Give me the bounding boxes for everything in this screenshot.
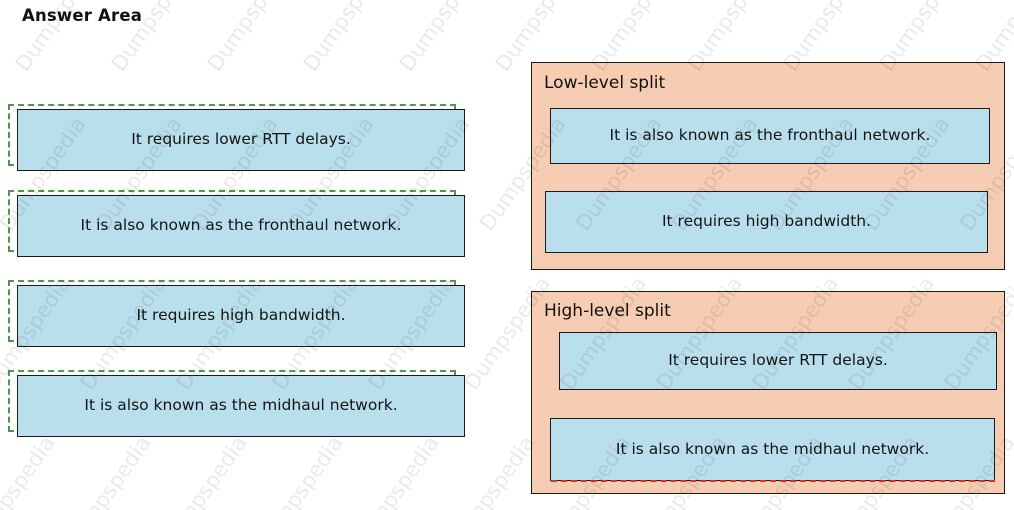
drop-indicator-line [551, 480, 995, 482]
list-item[interactable]: It requires lower RTT delays. [8, 104, 465, 171]
option-tile[interactable]: It requires high bandwidth. [17, 285, 465, 347]
list-item-label: It requires lower RTT delays. [131, 130, 351, 149]
drop-slot[interactable]: It is also known as the fronthaul networ… [550, 108, 990, 164]
drop-slot-label: It is also known as the midhaul network. [615, 439, 930, 458]
list-item[interactable]: It is also known as the fronthaul networ… [8, 190, 465, 257]
drop-zone-low-level-split[interactable]: Low-level split It is also known as the … [531, 62, 1005, 270]
drop-slot-label: It is also known as the fronthaul networ… [609, 126, 931, 145]
option-tile[interactable]: It is also known as the midhaul network. [17, 375, 465, 437]
drop-slot[interactable]: It requires lower RTT delays. [559, 332, 997, 390]
drop-slot-label: It requires high bandwidth. [661, 212, 872, 231]
list-item-label: It is also known as the midhaul network. [84, 396, 398, 415]
option-tile[interactable]: It requires lower RTT delays. [17, 109, 465, 171]
option-tile[interactable]: It is also known as the fronthaul networ… [17, 195, 465, 257]
draggable-answer-options: It requires lower RTT delays. It is also… [8, 104, 468, 437]
list-item[interactable]: It requires high bandwidth. [8, 280, 465, 347]
panel-title: Low-level split [544, 73, 666, 93]
page-title: Answer Area [22, 6, 143, 25]
drop-zone-high-level-split[interactable]: High-level split It requires lower RTT d… [531, 291, 1005, 494]
drop-slot[interactable]: It requires high bandwidth. [545, 191, 988, 253]
drop-slot[interactable]: It is also known as the midhaul network. [550, 418, 995, 481]
list-item-label: It is also known as the fronthaul networ… [80, 216, 402, 235]
panel-title: High-level split [544, 301, 671, 321]
list-item[interactable]: It is also known as the midhaul network. [8, 370, 465, 437]
list-item-label: It requires high bandwidth. [136, 306, 346, 325]
drop-slot-label: It requires lower RTT delays. [668, 351, 888, 370]
